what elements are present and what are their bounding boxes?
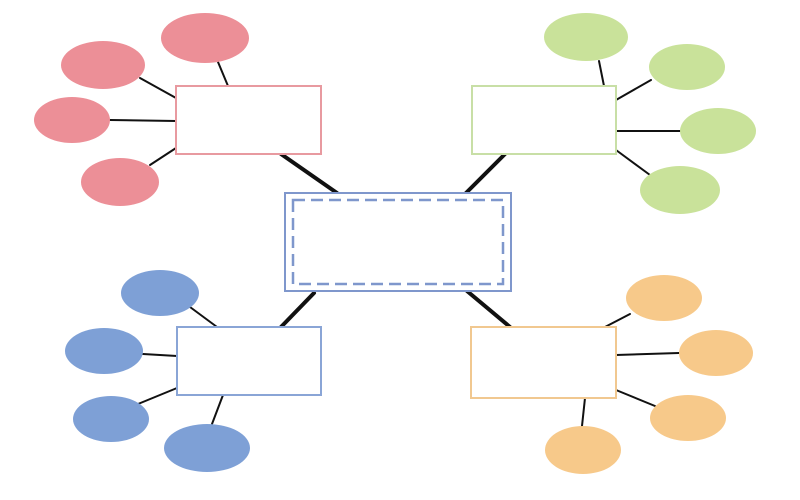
leaf-bubble-bottom-right-2 (679, 330, 753, 376)
subtopic-box-bottom-left (176, 326, 322, 396)
connector-layer (109, 60, 681, 427)
central-topic-inner-dashed-border (291, 198, 505, 286)
leaf-bubble-top-left-2 (61, 41, 145, 89)
leaf-bubble-top-right-3 (680, 108, 756, 154)
connector-bottom-left-leaf-2 (142, 353, 178, 357)
leaf-bubble-bottom-right-1 (626, 275, 702, 321)
central-topic-box (284, 192, 512, 292)
connector-bottom-right-leaf-3 (615, 389, 656, 407)
connector-top-left-leaf-3 (109, 119, 177, 122)
connector-top-right-leaf-4 (615, 149, 651, 176)
leaf-bubble-top-left-4 (81, 158, 159, 206)
connector-center-to-bottom-right (465, 289, 512, 329)
connector-top-right-leaf-2 (615, 79, 652, 101)
connector-bottom-right-leaf-4 (581, 397, 586, 427)
leaf-bubble-top-right-4 (640, 166, 720, 214)
leaf-bubble-bottom-left-2 (65, 328, 143, 374)
subtopic-box-top-left (175, 85, 322, 155)
node-layer (34, 13, 756, 474)
connector-bottom-left-leaf-3 (137, 387, 178, 405)
leaf-bubble-bottom-right-3 (650, 395, 726, 441)
leaf-bubble-bottom-right-4 (545, 426, 621, 474)
leaf-bubble-top-right-2 (649, 44, 725, 90)
connector-bottom-right-leaf-2 (615, 352, 680, 356)
leaf-bubble-top-left-1 (161, 13, 249, 63)
subtopic-box-top-right (471, 85, 617, 155)
leaf-bubble-bottom-left-1 (121, 270, 199, 316)
subtopic-box-bottom-right (470, 326, 617, 399)
connector-top-right-leaf-1 (598, 60, 605, 87)
connector-center-to-bottom-left (279, 291, 316, 329)
connector-bottom-left-leaf-4 (211, 394, 224, 425)
leaf-bubble-bottom-left-3 (73, 396, 149, 442)
connector-top-left-leaf-2 (139, 77, 177, 99)
connector-top-left-leaf-1 (217, 61, 229, 87)
leaf-bubble-bottom-left-4 (164, 424, 250, 472)
connector-top-left-leaf-4 (149, 147, 177, 166)
leaf-bubble-top-right-1 (544, 13, 628, 61)
connector-bottom-left-leaf-1 (189, 306, 218, 328)
connector-center-to-top-right (464, 152, 507, 195)
connector-center-to-top-left (279, 152, 339, 195)
connector-bottom-right-leaf-1 (604, 313, 631, 328)
leaf-bubble-top-left-3 (34, 97, 110, 143)
